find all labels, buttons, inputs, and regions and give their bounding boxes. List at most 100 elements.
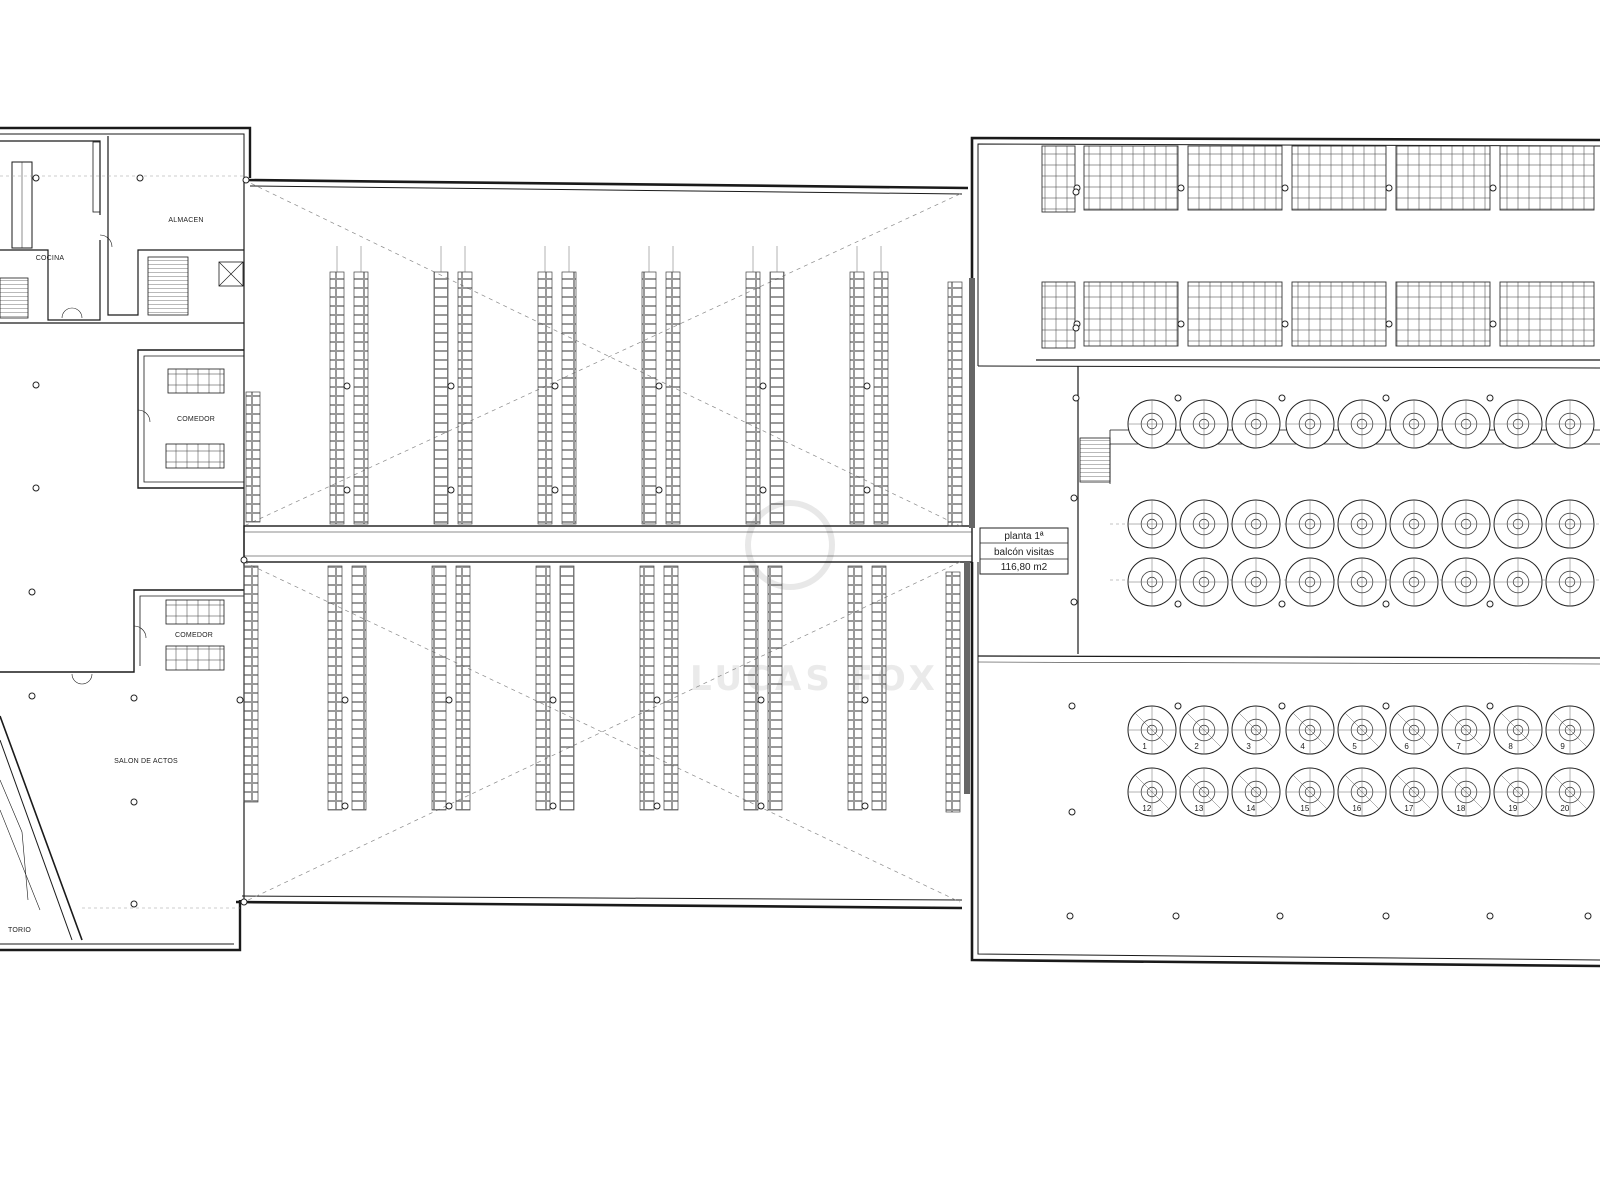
tank-axis	[1135, 713, 1169, 747]
column	[1281, 184, 1289, 192]
tank-number: 1	[1142, 742, 1147, 751]
column	[1486, 912, 1494, 920]
barrel-rack	[743, 565, 759, 811]
room-label-vestuario: TORIO	[8, 927, 31, 934]
column	[551, 486, 559, 494]
tank-axis	[1293, 713, 1327, 747]
column	[1068, 808, 1076, 816]
room-label-salon: SALON DE ACTOS	[114, 758, 178, 765]
column	[863, 382, 871, 390]
tank	[1285, 499, 1335, 549]
tank	[1389, 499, 1439, 549]
column	[551, 382, 559, 390]
column	[759, 382, 767, 390]
crate-grid	[1187, 281, 1283, 347]
barrel-rack	[457, 271, 473, 525]
tank	[1545, 399, 1595, 449]
tank: 5	[1337, 705, 1387, 755]
crate-grid	[1083, 281, 1179, 347]
crate-grid	[1499, 281, 1595, 347]
tank-number: 6	[1404, 742, 1409, 751]
tank: 3	[1231, 705, 1281, 755]
barrel-rack	[537, 271, 553, 525]
tank-axis	[1501, 775, 1535, 809]
tank-number: 16	[1352, 804, 1361, 813]
balcony-floor: planta 1ª	[1004, 531, 1044, 542]
column	[1382, 600, 1390, 608]
tank-axis	[1345, 775, 1379, 809]
barrel-rack	[535, 565, 551, 811]
column	[1489, 184, 1497, 192]
barrel-rack	[745, 271, 761, 525]
barrel-rack	[455, 565, 471, 811]
column	[757, 802, 765, 810]
barrel-rack	[639, 565, 655, 811]
column	[861, 802, 869, 810]
tank: 16	[1337, 767, 1387, 817]
tank-axis	[1345, 713, 1379, 747]
barrel-hall	[235, 178, 973, 910]
column	[1172, 912, 1180, 920]
tank-axis	[1501, 713, 1535, 747]
column	[549, 696, 557, 704]
tank	[1127, 499, 1177, 549]
crate-grid	[1187, 145, 1283, 211]
tank	[1441, 499, 1491, 549]
column	[1070, 598, 1078, 606]
crate-grid	[1041, 145, 1076, 213]
barrel-rack	[769, 271, 785, 525]
tank: 6	[1389, 705, 1439, 755]
column	[1486, 702, 1494, 710]
crate-grid	[1499, 145, 1595, 211]
barrel-racks	[236, 176, 963, 906]
crate-grid	[1291, 281, 1387, 347]
barrel-rack	[245, 391, 261, 523]
room-label-almacen: ALMACEN	[168, 217, 203, 224]
tank-number: 12	[1142, 804, 1151, 813]
column	[549, 802, 557, 810]
column	[861, 696, 869, 704]
watermark-text: LUCAS FOX	[690, 659, 939, 699]
tank: 17	[1389, 767, 1439, 817]
tank-number: 17	[1404, 804, 1413, 813]
tank: 7	[1441, 705, 1491, 755]
barrel-rack	[353, 271, 369, 525]
barrel-rack	[327, 565, 343, 811]
tank-number: 5	[1352, 742, 1357, 751]
tank-axis	[1449, 775, 1483, 809]
tank	[1179, 557, 1229, 607]
room-label-comedor-1: COMEDOR	[177, 416, 215, 423]
right-columns	[1066, 188, 1592, 920]
barrel-rack	[665, 271, 681, 525]
column	[1278, 600, 1286, 608]
balcony-note: planta 1ª balcón visitas 116,80 m2	[979, 527, 1069, 575]
crate-grid	[1041, 281, 1076, 349]
column	[447, 382, 455, 390]
column	[1385, 320, 1393, 328]
tank	[1545, 499, 1595, 549]
column	[242, 176, 250, 184]
column	[341, 696, 349, 704]
crate-grid	[1083, 145, 1179, 211]
column	[653, 696, 661, 704]
tank-axis	[1293, 775, 1327, 809]
tank: 20	[1545, 767, 1595, 817]
tank: 4	[1285, 705, 1335, 755]
tank-number: 20	[1560, 804, 1569, 813]
column	[757, 696, 765, 704]
column	[1278, 394, 1286, 402]
tank: 13	[1179, 767, 1229, 817]
tank	[1231, 499, 1281, 549]
tank	[1285, 557, 1335, 607]
crate-grid	[1395, 145, 1491, 211]
tank	[1545, 557, 1595, 607]
crate-grids	[1041, 145, 1595, 349]
column	[236, 696, 244, 704]
column	[1070, 494, 1078, 502]
barrel-rack	[243, 565, 259, 803]
tank: 1	[1127, 705, 1177, 755]
tank	[1337, 499, 1387, 549]
barrel-rack	[847, 565, 863, 811]
tank-number: 13	[1194, 804, 1203, 813]
